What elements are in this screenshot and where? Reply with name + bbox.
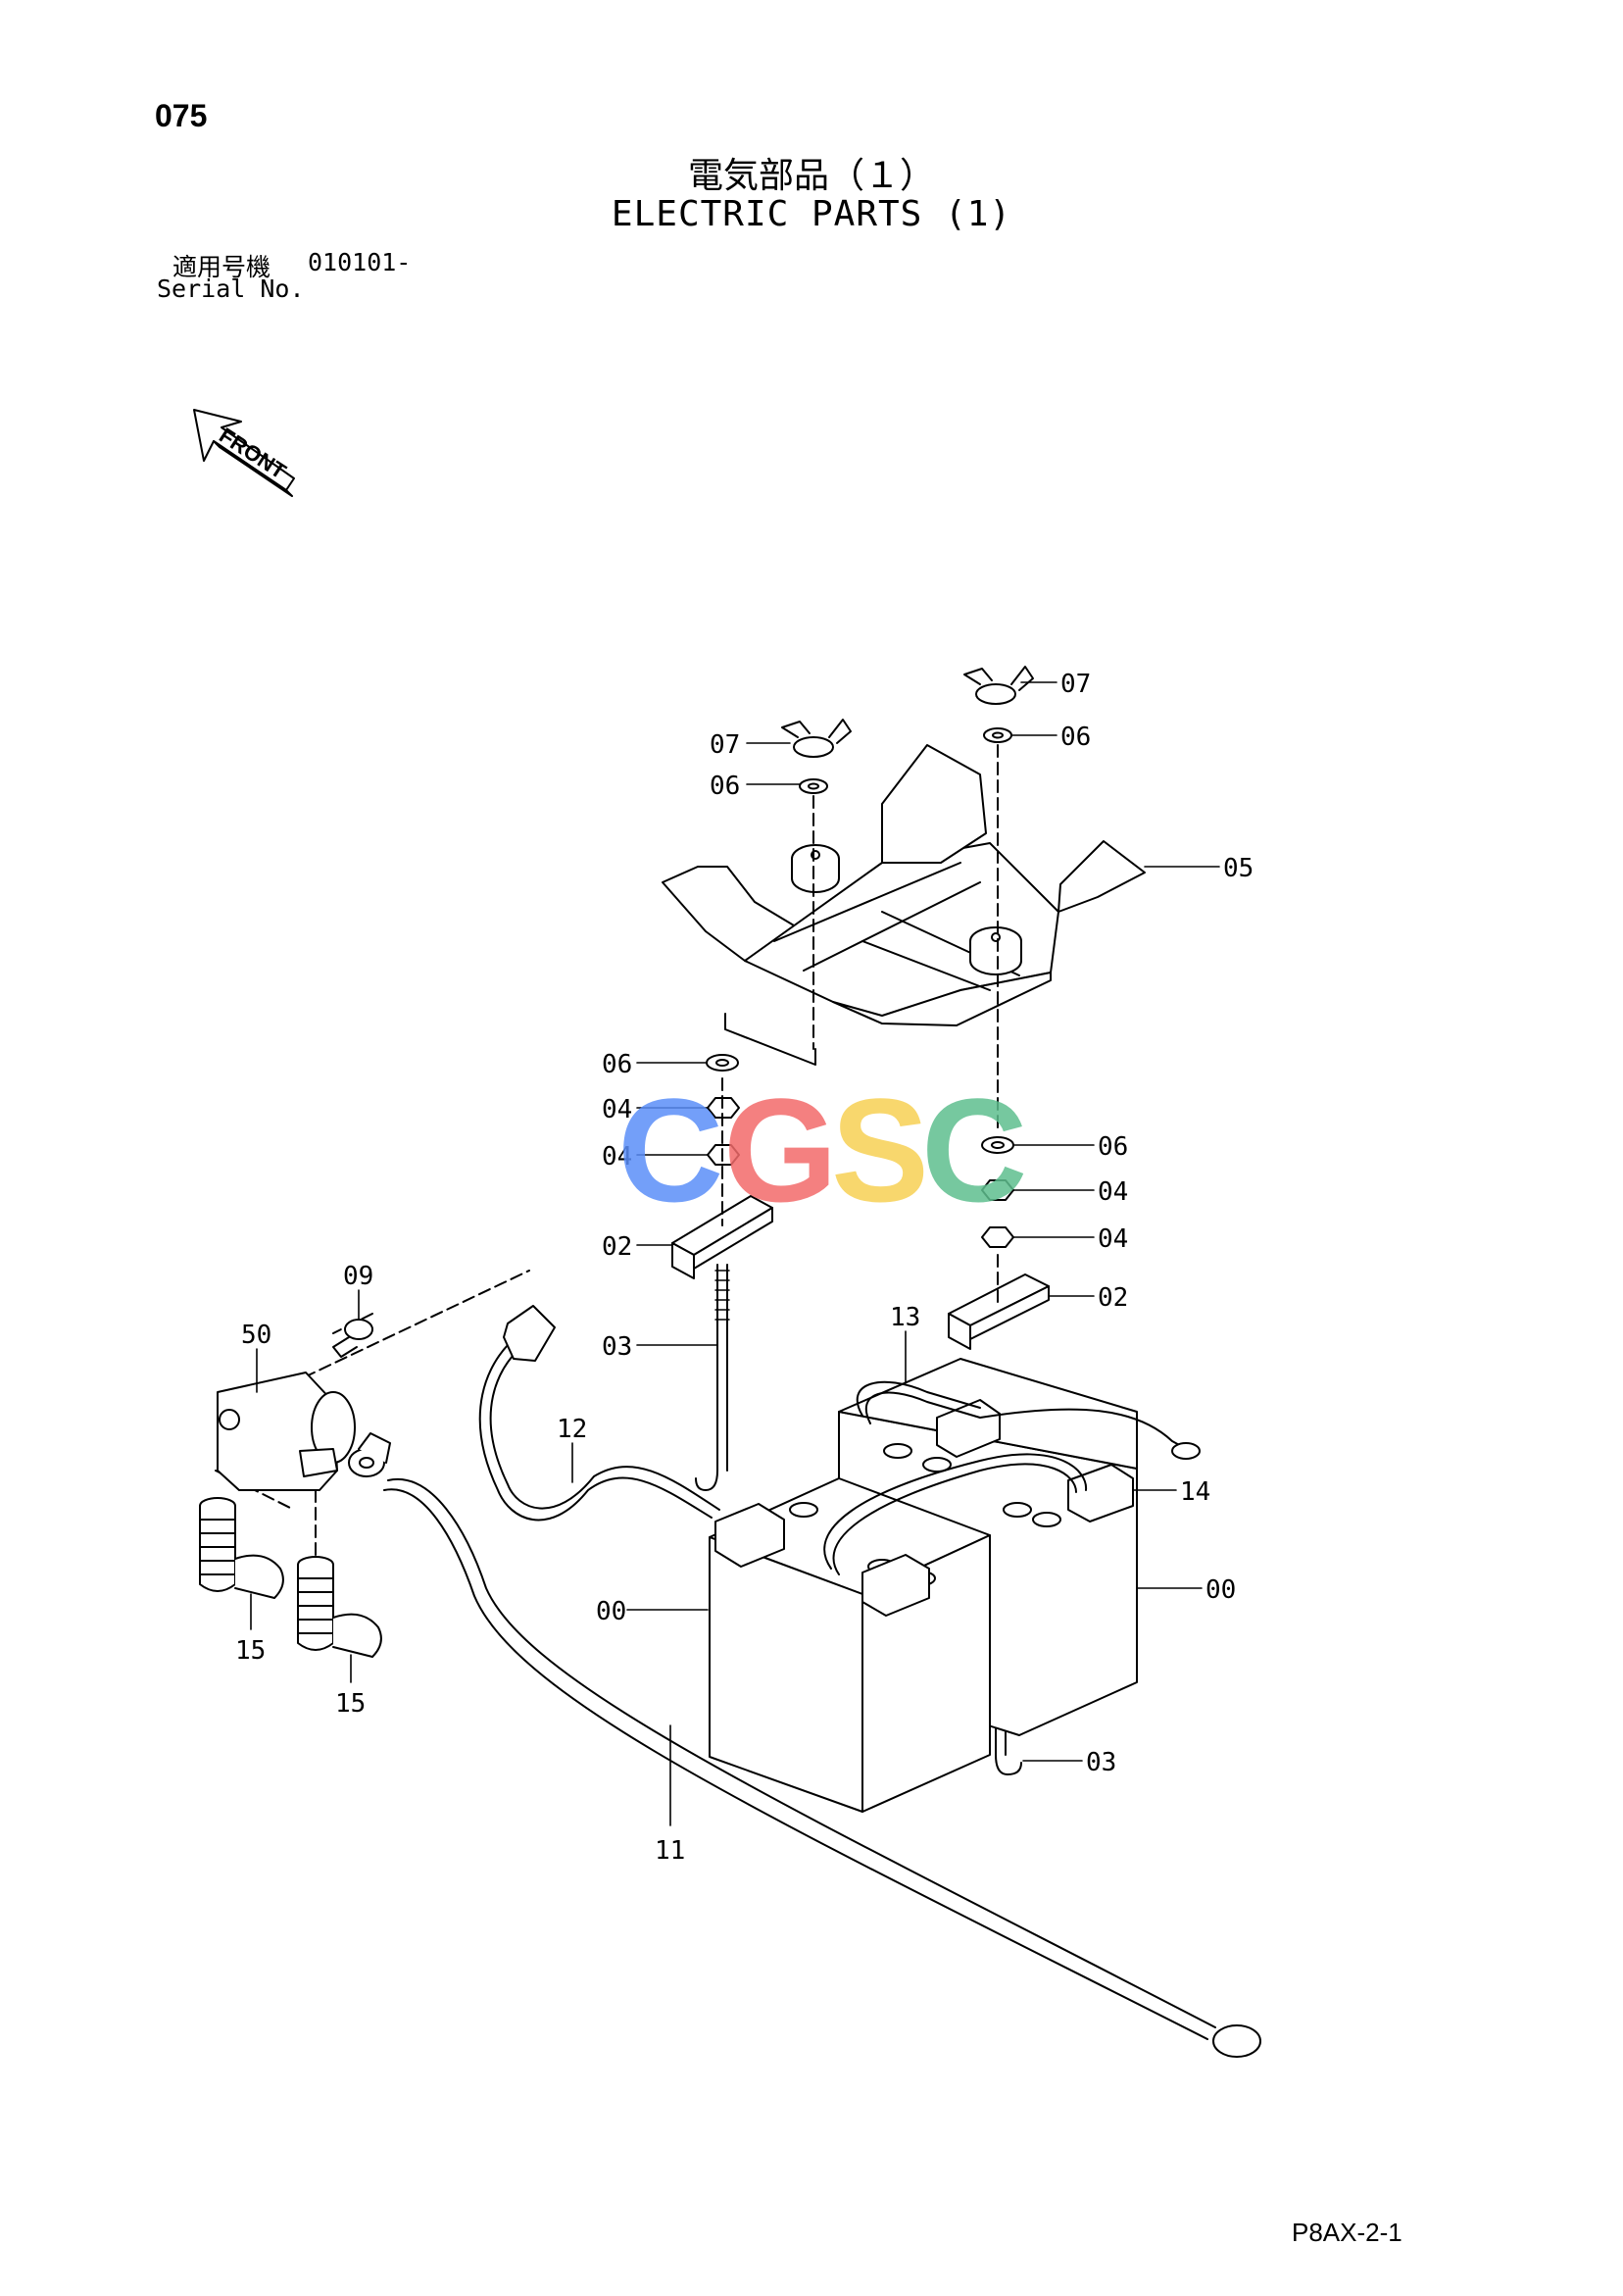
callout-04: 04 [1098,1224,1128,1254]
callout-02: 02 [1098,1283,1128,1313]
leader-line [250,681,1220,1826]
battery-holder-bracket [662,744,1146,1026]
callout-09: 09 [343,1262,373,1291]
bracket-leader-line [724,1013,816,1066]
cgsc-watermark: C G S C [617,1068,1027,1232]
front-label: FRONT [215,423,291,484]
watermark-letter: C [921,1068,1027,1232]
callout-03: 03 [602,1332,632,1362]
cable [383,1305,1261,2058]
watermark-letter: G [723,1068,838,1232]
battery [709,1358,1138,1813]
callout-07: 07 [710,730,740,760]
front-arrow-icon: FRONT [193,409,295,497]
callout-04: 04 [1098,1177,1128,1207]
wing-nut-icon [963,666,1034,705]
page-title: ELECTRIC PARTS (1) [611,194,1012,234]
callout-03: 03 [1086,1748,1116,1777]
callout-labels: 07 06 07 06 05 06 04 04 02 03 06 04 04 0… [235,670,1254,1866]
page-number: 075 [155,98,208,133]
callout-06: 06 [1098,1132,1128,1162]
callout-02: 02 [602,1232,632,1262]
callout-06: 06 [1060,723,1091,752]
callout-06: 06 [710,772,740,801]
callout-06: 06 [602,1050,632,1079]
callout-15: 15 [235,1636,266,1666]
callout-00: 00 [1205,1575,1236,1605]
callout-50: 50 [241,1321,271,1350]
serial-number-value: 010101- [308,248,412,276]
callout-00: 00 [596,1597,626,1626]
battery-relay [217,1372,391,1491]
page-title-japanese: 電気部品（１） [687,156,935,196]
callout-14: 14 [1180,1477,1210,1507]
watermark-letter: S [831,1068,929,1232]
serial-label-japanese: 適用号機 [172,253,271,281]
watermark-letter: C [617,1068,723,1232]
serial-label: Serial No. [157,275,305,303]
terminal-boot [199,1497,382,1658]
callout-05: 05 [1223,854,1254,883]
callout-07: 07 [1060,670,1091,699]
callout-04: 04 [602,1142,632,1172]
page-code: P8AX-2-1 [1292,2218,1402,2247]
washer-icon [706,727,1014,1154]
callout-12: 12 [557,1415,587,1444]
callout-11: 11 [655,1836,685,1866]
callout-15: 15 [335,1689,366,1719]
wing-nut-icon [781,719,852,758]
bolt-icon [332,1319,373,1358]
callout-04: 04 [602,1095,632,1124]
callout-13: 13 [890,1303,920,1332]
